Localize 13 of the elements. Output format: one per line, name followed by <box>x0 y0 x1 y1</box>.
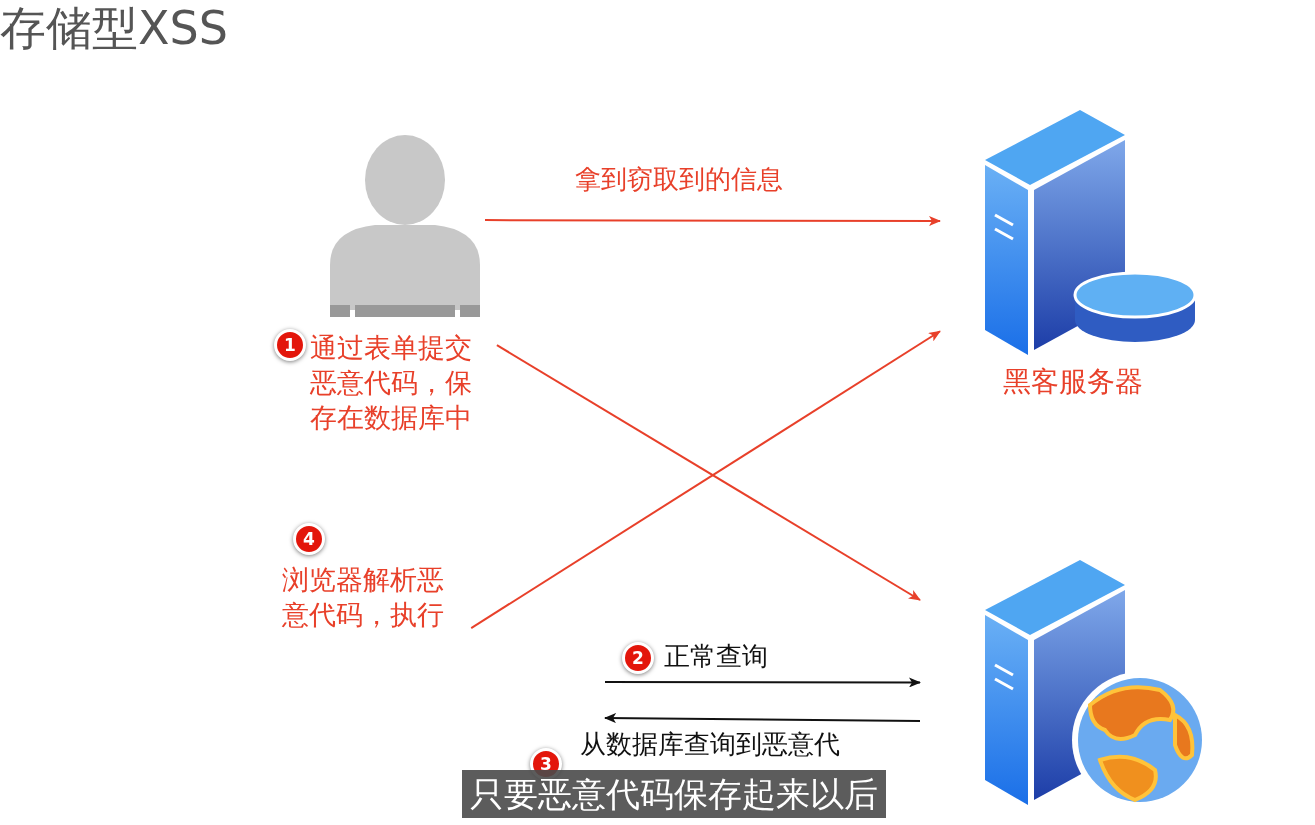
step-description: 浏览器解析恶意代码，执行 <box>282 562 454 638</box>
subtitle-caption: 只要恶意代码保存起来以后 <box>462 770 886 818</box>
step-description: 通过表单提交恶意代码，保存在数据库中 <box>310 330 488 438</box>
step-number-badge: 4 <box>293 523 325 555</box>
step-number-badge: 1 <box>274 329 306 361</box>
step-number-badge: 2 <box>622 642 654 674</box>
arrow <box>484 216 941 226</box>
arrow <box>604 713 921 724</box>
arrow <box>604 677 921 688</box>
arrow <box>495 344 921 601</box>
arrow <box>470 330 941 630</box>
node-caption: 黑客服务器 <box>1002 368 1143 396</box>
slide-title: 存储型XSS <box>0 0 228 57</box>
